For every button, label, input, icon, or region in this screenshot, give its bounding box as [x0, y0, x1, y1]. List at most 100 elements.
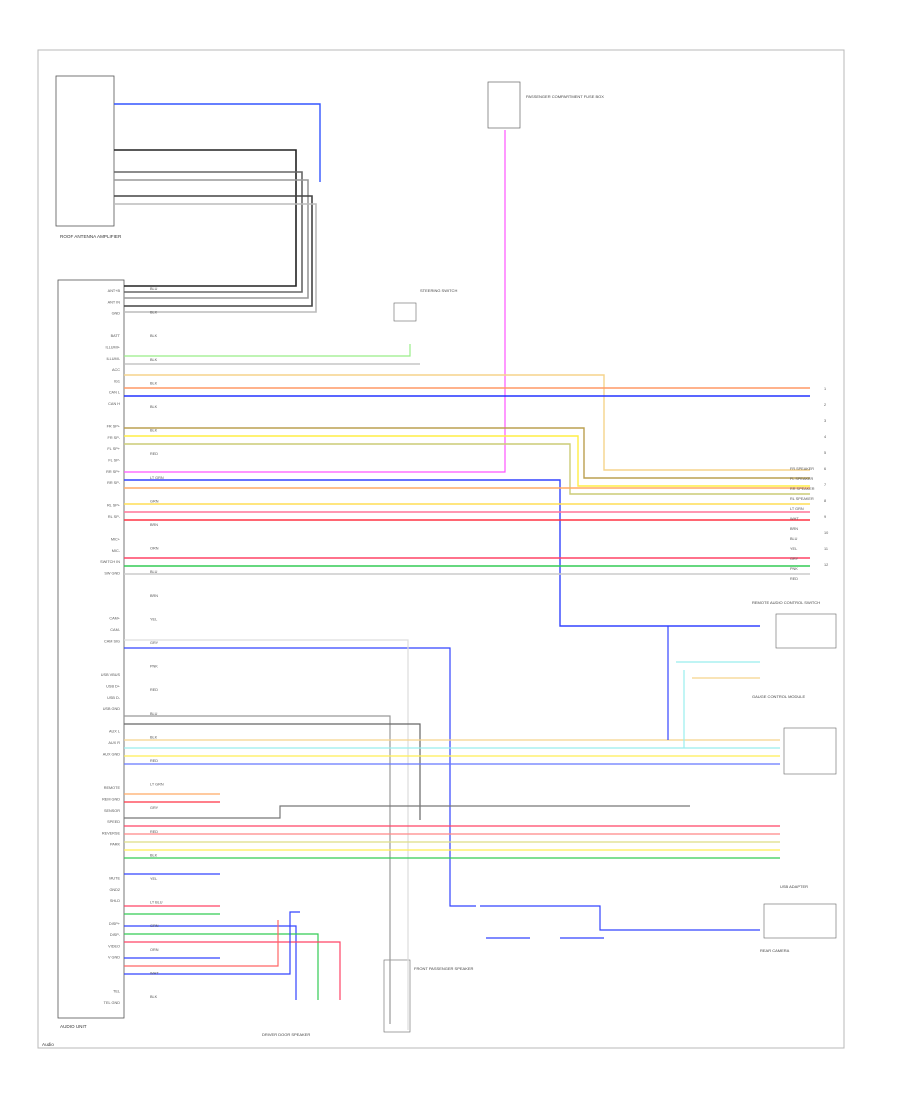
audio-pin-label: FR SP-: [108, 436, 121, 440]
antenna-cable-bundle: [114, 149, 317, 313]
rear-camera-label: REAR CAMERA: [760, 948, 790, 953]
wire-color-label: BLK: [150, 735, 158, 739]
terminal-number: 6: [824, 467, 826, 471]
audio-pin-label: RL SP-: [108, 515, 121, 519]
fuse-box: [487, 81, 521, 129]
terminal-number: 8: [824, 499, 826, 503]
terminal-number: 12: [824, 563, 828, 567]
right-wire-text: FL SPEAKER: [790, 477, 814, 481]
right-wire-text: YEL: [790, 547, 797, 551]
audio-pin-label: FL SP+: [107, 447, 120, 451]
right-wire-text: WHT: [790, 517, 799, 521]
lower-wires: [124, 793, 780, 1000]
wire-color-label: RED: [150, 759, 158, 763]
audio-pin-label: DISP-: [110, 933, 121, 937]
wire-color-label: BLK: [150, 853, 158, 857]
right-wire-text: LT GRN: [790, 507, 804, 511]
wire-color-label: LT GRN: [150, 783, 164, 787]
audio-pin-label: MIC+: [111, 538, 121, 542]
audio-pin-label: V GND: [108, 956, 120, 960]
passenger-speaker-label: FRONT PASSENGER SPEAKER: [414, 966, 474, 971]
wire-color-label: LT GRN: [150, 476, 164, 480]
right-wire-text: RR SPEAKER: [790, 487, 815, 491]
audio-pin-label: VIDEO: [108, 944, 120, 948]
right-wire-text: PNK: [790, 567, 798, 571]
audio-pin-label: USB D-: [107, 696, 121, 700]
audio-pin-label: TEL GND: [104, 1001, 121, 1005]
right-wire-text: BLU: [790, 537, 798, 541]
terminal-number: 1: [824, 387, 826, 391]
audio-pin-label: ANT+B: [108, 289, 121, 293]
audio-pin-label: SWITCH IN: [100, 560, 120, 564]
terminal-number: 7: [824, 483, 826, 487]
terminal-number: 2: [824, 403, 826, 407]
terminal-number: 9: [824, 515, 826, 519]
steering-switch-box: [393, 302, 417, 322]
audio-pin-label: CAN L: [109, 391, 120, 395]
audio-pin-label: CAN H: [108, 402, 120, 406]
rear-camera-box: [763, 903, 837, 939]
audio-pin-label: USB GND: [103, 707, 121, 711]
passenger-connector-box: [383, 959, 411, 1033]
fuse-pink-wire: [124, 130, 506, 473]
right-wire-text: BRN: [790, 527, 798, 531]
audio-pin-label: RR SP+: [106, 470, 121, 474]
fuse-box-label: PASSENGER COMPARTMENT FUSE BOX: [526, 94, 604, 99]
antenna-amplifier-label: ROOF ANTENNA AMPLIFIER: [60, 234, 122, 239]
audio-pin-label: REVERSE: [102, 831, 121, 835]
audio-pin-label: CAM-: [110, 628, 120, 632]
terminal-number: 3: [824, 419, 826, 423]
gauge-control-label: GAUGE CONTROL MODULE: [752, 694, 806, 699]
remote-audio-box: [775, 613, 837, 649]
wire-color-label: ORN: [150, 948, 159, 952]
wire-color-label: YEL: [150, 877, 157, 881]
wire-color-label: BLK: [150, 334, 158, 338]
audio-pin-label: RL SP+: [107, 504, 121, 508]
right-wire-text: RED: [790, 577, 798, 581]
audio-pin-label: IG1: [114, 379, 120, 383]
antenna-blue-wire: [114, 103, 321, 182]
wire-color-label: GRY: [150, 641, 159, 645]
wire-color-label: GRN: [150, 924, 159, 928]
wire-color-label: PNK: [150, 665, 158, 669]
wire-color-label: BLU: [150, 570, 158, 574]
wire-color-label: BLK: [150, 381, 158, 385]
wire-color-label: LT BLU: [150, 901, 163, 905]
audio-pin-label: ACC: [112, 368, 120, 372]
wire-color-label: BLU: [150, 712, 158, 716]
wire-color-label: BLK: [150, 405, 158, 409]
audio-pin-label: GND: [112, 312, 121, 316]
diagram-border: [37, 49, 845, 1049]
audio-pin-label: CAM+: [109, 617, 120, 621]
audio-pin-label: TEL: [113, 990, 120, 994]
wire-color-label: BLK: [150, 429, 158, 433]
audio-unit-box: [57, 279, 125, 1019]
audio-pin-label: FR SP+: [107, 425, 121, 429]
wire-color-label: RED: [150, 688, 158, 692]
wire-color-label: BRN: [150, 523, 158, 527]
audio-pin-label: GND2: [109, 888, 120, 892]
wire-color-label: YEL: [150, 617, 157, 621]
wire-color-label: BLK: [150, 358, 158, 362]
audio-pin-label: AUX GND: [103, 752, 121, 756]
audio-pin-label: SPEED: [107, 820, 120, 824]
audio-pin-label: REM GND: [102, 798, 120, 802]
audio-pin-label: PARK: [110, 843, 121, 847]
audio-pin-label: MIC-: [112, 549, 121, 553]
audio-pin-label: ILLUMI-: [106, 357, 120, 361]
audio-pin-label: REMOTE: [104, 786, 121, 790]
remote-audio-label: REMOTE AUDIO CONTROL SWITCH: [752, 600, 820, 605]
audio-pin-label: SHLD: [110, 899, 120, 903]
audio-pin-label: DISP+: [109, 922, 121, 926]
wire-color-label: WHT: [150, 971, 159, 975]
audio-pin-label: FL SP-: [108, 459, 120, 463]
steering-switch-label: STEERING SWITCH: [420, 288, 457, 293]
terminal-number: 11: [824, 547, 828, 551]
wire-color-label: BLU: [150, 287, 158, 291]
audio-pin-label: SENSOR: [104, 809, 120, 813]
antenna-amplifier-box: [55, 75, 115, 227]
wire-color-label: GRY: [150, 806, 159, 810]
